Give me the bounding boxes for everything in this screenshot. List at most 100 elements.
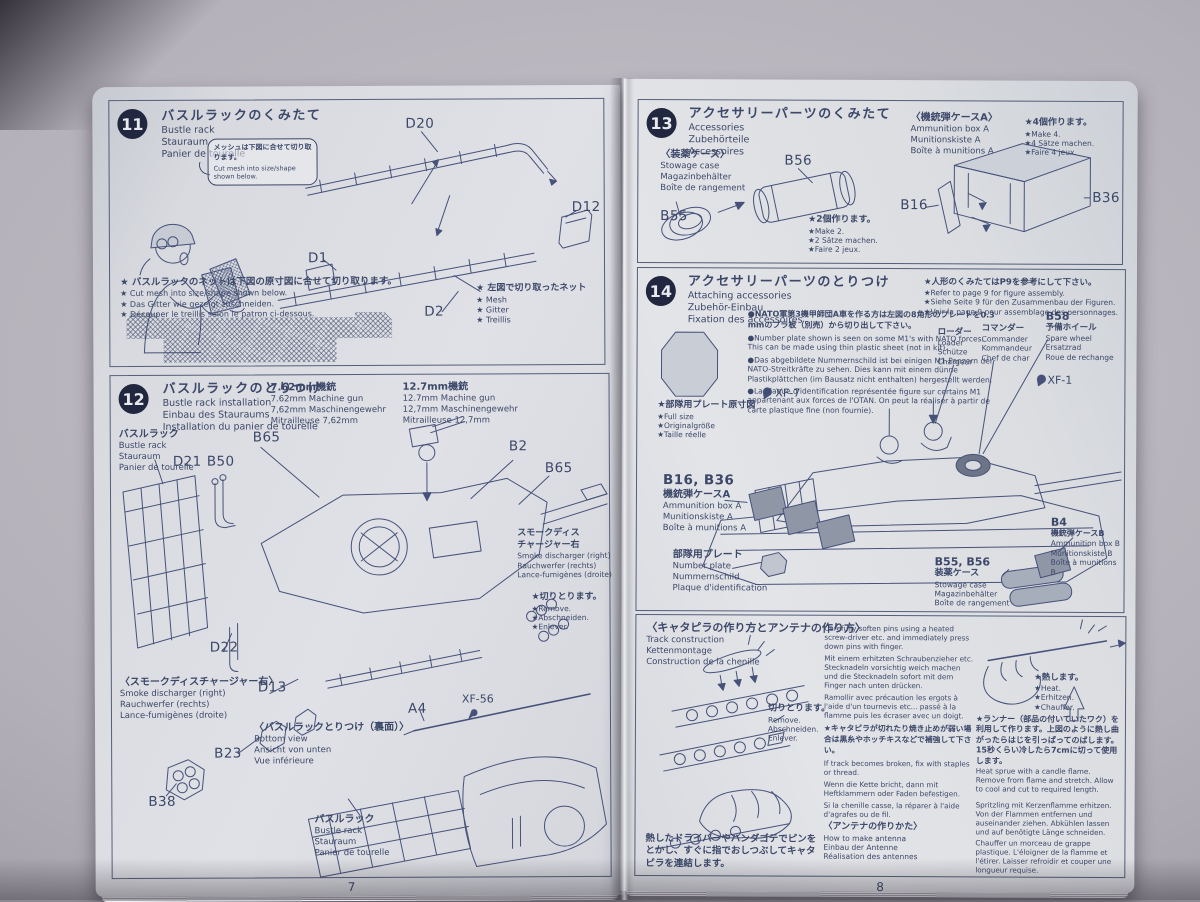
part-label-d22: D22 bbox=[209, 639, 239, 656]
spare-de: Ersatzrad bbox=[1045, 343, 1082, 353]
part-label-a4: A4 bbox=[407, 700, 427, 717]
mg762-label-group: 7.62mm機銃 7.62mm Machine gun 7,62mm Masch… bbox=[271, 381, 386, 427]
step-11-title-jp: バスルラックのくみたて bbox=[161, 108, 322, 124]
part-label-d21: D21 bbox=[172, 453, 202, 470]
part-label-b4: B4 bbox=[1050, 515, 1067, 529]
mesh-label-jp: ★ 左図で切り取ったネット bbox=[476, 283, 587, 294]
part-label-d20: D20 bbox=[405, 115, 435, 132]
rack-bot-en: Bustle rack bbox=[314, 825, 363, 837]
track-remove-fr: Enlever. bbox=[767, 733, 798, 744]
step-14-illustration bbox=[660, 331, 1122, 607]
plate-de: Nummernschild bbox=[672, 571, 740, 583]
mesh-label-group: ★ 左図で切り取ったネット ★ Mesh ★ Gitter ★ Treillis bbox=[476, 283, 586, 326]
spare-wheel-label: B58 予備ホイール Spare wheel Ersatzrad Roue de… bbox=[1046, 310, 1114, 362]
spare-jp: 予備ホイール bbox=[1045, 322, 1097, 333]
spare-en: Spare wheel bbox=[1045, 333, 1092, 343]
paint-label-xf7: XF-7 bbox=[775, 386, 801, 400]
plate-jp: 部隊用プレート bbox=[672, 549, 743, 561]
rack-top-jp: バスルラック bbox=[118, 428, 179, 441]
plate-en: Number plate bbox=[672, 561, 732, 572]
loader-de: Schütze bbox=[937, 347, 968, 357]
ammoa2-de: Munitionskiste A bbox=[662, 511, 733, 523]
track-illustration bbox=[654, 619, 1126, 850]
track-remove-note: 切りとります。 Remove. Abschneiden. Enlever. bbox=[768, 704, 830, 744]
instruction-booklet: 11 バスルラックのくみたて Bustle rack Stauraum Pani… bbox=[92, 78, 1142, 902]
step-14-badge: 14 bbox=[645, 275, 676, 307]
mesh-label-en: ★ Mesh bbox=[476, 295, 507, 305]
make2-de: ★2 Sätze machen. bbox=[808, 235, 878, 246]
bustle-rack-label-bottom: バスルラック Bustle rack Stauraum Panier de to… bbox=[314, 813, 389, 859]
part-label-b16: B16 bbox=[900, 197, 928, 214]
ammoa-de: Munitionskiste A bbox=[910, 135, 981, 146]
track-remove-jp: 切りとります。 bbox=[768, 703, 831, 714]
mesh-label-de: ★ Gitter bbox=[476, 305, 509, 315]
ammoa-en: Ammunition box A bbox=[910, 124, 989, 135]
ammob-jp: 機銃弾ケースB bbox=[1050, 528, 1105, 538]
ammob-de: Munitionskiste B bbox=[1050, 548, 1113, 558]
stowage2-jp: 装薬ケース bbox=[934, 568, 980, 579]
mesh-label-fr: ★ Treillis bbox=[476, 315, 511, 325]
step-11-illustration bbox=[139, 131, 593, 354]
ammo-box-b-label: B4 機銃弾ケースB Ammunition box B Munitionskis… bbox=[1051, 516, 1123, 577]
step-13-box: 13 アクセサリーパーツのくみたて Accessories Zubehörtei… bbox=[636, 98, 1124, 266]
step-13-title-de: Zubehörteile bbox=[688, 134, 750, 146]
stowage-fr: Boîte de rangement bbox=[660, 182, 746, 194]
center-fold bbox=[610, 78, 634, 900]
remove-jp: ★切りとります。 bbox=[531, 591, 602, 603]
stowage2-de: Magazinbehälter bbox=[934, 589, 998, 599]
stowage-en: Stowage case bbox=[660, 161, 720, 172]
bubble-text-en: Cut mesh into size/shape shown below. bbox=[213, 164, 296, 181]
mg127-en: 12.7mm Machine gun bbox=[402, 393, 496, 404]
step-13-illustration bbox=[661, 143, 1091, 241]
step-11-box: 11 バスルラックのくみたて Bustle rack Stauraum Pani… bbox=[108, 97, 606, 368]
make4-en: ★Make 4. bbox=[1024, 129, 1061, 139]
fig-note-de: ★Siehe Seite 9 für den Zusammenbau der F… bbox=[923, 297, 1116, 308]
mg127-jp: 12.7mm機銃 bbox=[402, 381, 469, 393]
stowage-de: Magazinbehälter bbox=[660, 171, 732, 183]
remove-note-group: ★切りとります。 ★Remove. ★Abschneiden. ★Enlever… bbox=[531, 592, 601, 632]
part-label-b36: B36 bbox=[1092, 189, 1120, 207]
fullsize-de: ★Originalgröße bbox=[657, 421, 715, 431]
full-size-note: ★部隊用プレート原寸図 ★Full size ★Originalgröße ★T… bbox=[657, 400, 755, 440]
make4-jp: ★4個作ります。 bbox=[1024, 117, 1093, 128]
bottom-view-en: Bottom view bbox=[254, 734, 308, 745]
loader-en: Loader bbox=[937, 338, 964, 348]
mg762-fr: Mitrailleuse 7,62mm bbox=[270, 415, 358, 427]
smoke2-de: Rauchwerfer (rechts) bbox=[119, 699, 210, 710]
smoke2-fr: Lance-fumigènes (droite) bbox=[119, 710, 228, 721]
sprue-note-en: Heat sprue with a candle flame. Remove f… bbox=[975, 766, 1114, 794]
smoke-de: Rauchwerfer (rechts) bbox=[517, 560, 597, 571]
bottom-view-jp: 〈バスルラックとりつけ（裏面）〉 bbox=[254, 721, 410, 734]
stowage2-fr: Boîte de rangement bbox=[934, 598, 1010, 609]
smoke-en: Smoke discharger (right) bbox=[517, 551, 611, 561]
smoke-discharger-label-2: 〈スモークディスチャージャー右〉 Smoke discharger (right… bbox=[120, 675, 279, 721]
fig-note-jp: ★人形のくみたてはP9を参考にして下さい。 bbox=[923, 277, 1097, 288]
sprue-note-de: Spritzling mit Kerzenflamme erhitzen. Vo… bbox=[975, 800, 1112, 837]
make4-note: ★4個作ります。 ★Make 4. ★4 Sätze machen. ★Fair… bbox=[1024, 118, 1094, 158]
soften-de: Mit einem erhitzten Schraubenzieher etc.… bbox=[824, 653, 974, 691]
smoke-jp2: チャージャー右 bbox=[517, 539, 580, 550]
make4-de: ★4 Sätze machen. bbox=[1024, 138, 1095, 148]
part-label-d12: D12 bbox=[571, 198, 601, 216]
commander-label: コマンダー Commander Kommandeur Chef de char bbox=[982, 323, 1032, 362]
ammoa2-fr: Boîte à munitions A bbox=[662, 522, 747, 534]
heat-note: ★熱します。 ★Heat. ★Erhitzen. ★Chauffer. bbox=[1034, 673, 1083, 712]
table-shadow bbox=[0, 858, 1200, 900]
step-11-title-en: Bustle rack bbox=[161, 124, 215, 136]
fullsize-jp: ★部隊用プレート原寸図 bbox=[657, 400, 756, 411]
smoke-discharger-label: スモークディス チャージャー右 Smoke discharger (right)… bbox=[517, 528, 612, 580]
ammo-box-a-label: 〈機銃弾ケースA〉 Ammunition box A Munitionskist… bbox=[910, 111, 997, 157]
part-label-b38: B38 bbox=[148, 793, 177, 810]
loader-fr: Chargeur bbox=[937, 357, 973, 367]
note-jp: ★ バスルラックのネットは下図の原寸図に合せて切り取ります。 bbox=[120, 275, 397, 289]
sprue-note-jp: ★ランナー（部品の付いていたワク）を利用して作ります。上図のように熱し曲がったら… bbox=[975, 714, 1119, 766]
ammoa2-jp: 機銃弾ケースA bbox=[662, 489, 731, 501]
stowage-install-label: B55, B56 装薬ケース Stowage case Magazinbehäl… bbox=[934, 555, 1009, 608]
cmdr-fr: Chef de char bbox=[981, 353, 1030, 363]
loader-label: ローダー Loader Schütze Chargeur bbox=[938, 327, 973, 366]
speech-bubble: メッシュは下図に合せて切り取ります。 Cut mesh into size/sh… bbox=[207, 138, 318, 186]
step-13-title-jp: アクセサリーパーツのくみたて bbox=[688, 106, 892, 123]
rack-bot-de: Stauraum bbox=[314, 836, 357, 848]
broken-fr: Si la chenille casse, la réparer à l'aid… bbox=[823, 800, 960, 820]
page-right: 13 アクセサリーパーツのくみたて Accessories Zubehörtei… bbox=[620, 78, 1138, 899]
